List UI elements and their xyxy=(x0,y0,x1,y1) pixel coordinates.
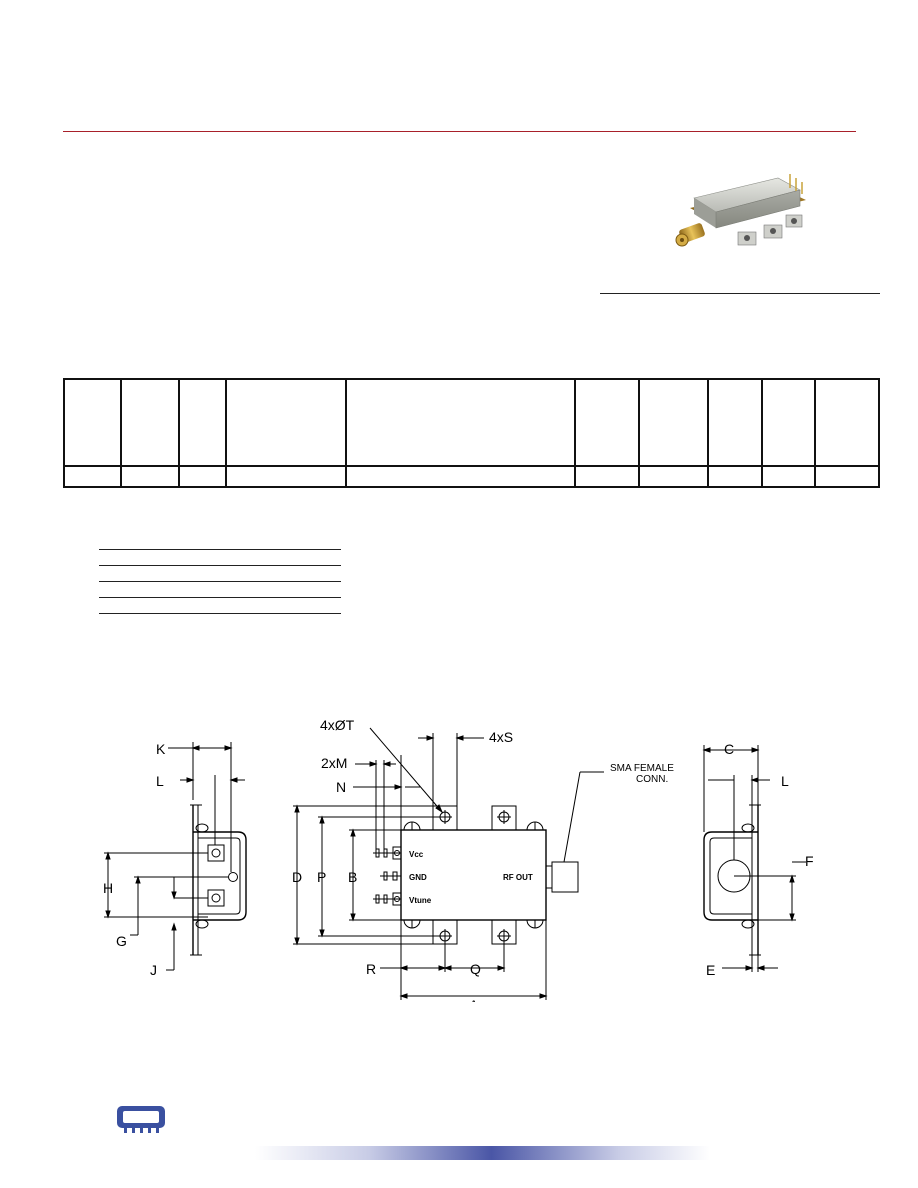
table-header-cell xyxy=(178,378,227,467)
dim-label-f: F xyxy=(805,853,814,869)
side-view-left xyxy=(104,742,247,971)
dim-label-j: J xyxy=(150,962,157,978)
ruled-lines xyxy=(99,549,341,614)
outline-drawing: K L H G J xyxy=(103,717,814,1002)
dim-label-t: 4xØT xyxy=(320,717,355,733)
pin-label-vcc: Vcc xyxy=(409,850,424,859)
table-cell xyxy=(345,465,576,488)
top-view xyxy=(293,727,604,1000)
table-header-row xyxy=(63,378,880,467)
dim-label-e: E xyxy=(706,962,715,978)
dim-label-c: C xyxy=(724,741,734,757)
table-row xyxy=(63,465,880,488)
dim-label-b: B xyxy=(348,869,357,885)
dim-label-a: A xyxy=(469,997,479,1002)
ruled-line xyxy=(99,549,341,565)
product-photo-icon xyxy=(675,174,806,247)
dim-label-k: K xyxy=(156,741,166,757)
table-cell xyxy=(814,465,880,488)
spec-table xyxy=(63,378,880,488)
table-cell xyxy=(63,465,122,488)
table-cell xyxy=(707,465,763,488)
table-header-cell xyxy=(225,378,347,467)
table-header-cell xyxy=(120,378,180,467)
sma-label-line2: CONN. xyxy=(636,774,668,785)
ruled-line xyxy=(99,565,341,581)
dim-label-p: P xyxy=(317,869,326,885)
dim-label-g: G xyxy=(116,933,127,949)
table-header-cell xyxy=(761,378,816,467)
dim-label-s: 4xS xyxy=(489,729,513,745)
table-cell xyxy=(120,465,180,488)
dim-label-l: L xyxy=(156,773,164,789)
dim-label-l-right: L xyxy=(781,773,789,789)
header-rule xyxy=(63,131,856,132)
table-cell xyxy=(574,465,640,488)
dim-label-d: D xyxy=(292,869,302,885)
rf-out-label: RF OUT xyxy=(503,873,533,882)
ruled-line xyxy=(99,597,341,613)
table-cell xyxy=(225,465,347,488)
table-header-cell xyxy=(707,378,763,467)
dim-label-h: H xyxy=(103,880,113,896)
dim-label-m: 2xM xyxy=(321,755,347,771)
end-view-right xyxy=(702,745,806,972)
table-header-cell xyxy=(345,378,576,467)
ruled-line xyxy=(99,613,341,614)
table-cell xyxy=(638,465,709,488)
ruled-line xyxy=(99,581,341,597)
table-header-cell xyxy=(638,378,709,467)
dim-label-q: Q xyxy=(470,961,481,977)
dim-label-n: N xyxy=(336,779,346,795)
footer-gradient-bar xyxy=(255,1146,710,1160)
dim-label-r: R xyxy=(366,961,376,977)
pin-label-gnd: GND xyxy=(409,873,427,882)
sma-label-line1: SMA FEMALE xyxy=(610,763,674,774)
table-cell xyxy=(178,465,227,488)
table-cell xyxy=(761,465,816,488)
pin-label-vtune: Vtune xyxy=(409,896,432,905)
logo-icon xyxy=(117,1106,165,1133)
table-header-cell xyxy=(574,378,640,467)
photo-rule xyxy=(600,293,880,294)
table-header-cell xyxy=(814,378,880,467)
table-header-cell xyxy=(63,378,122,467)
